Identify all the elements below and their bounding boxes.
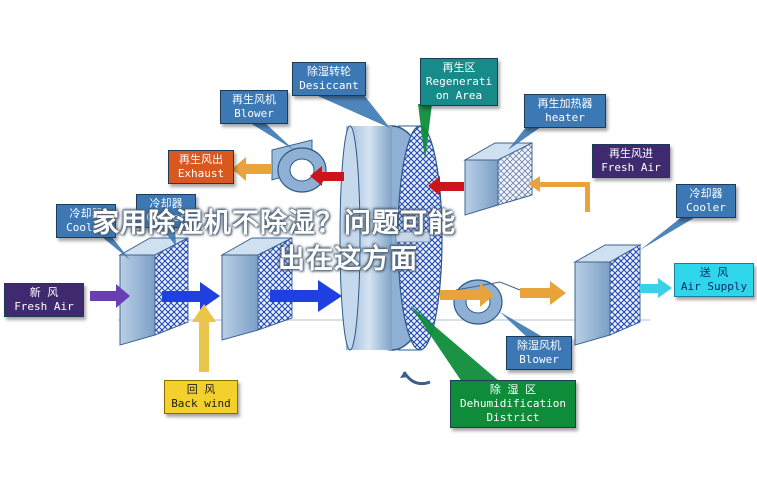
label-regen-exhaust-zh: 再生风出 (179, 153, 223, 166)
label-air-supply-zh: 送 风 (699, 266, 729, 279)
arrow-blue-1 (162, 282, 220, 310)
label-dehum-district-en1: Dehumidification (460, 397, 566, 410)
label-dehum-blower-zh: 除湿风机 (517, 339, 561, 352)
label-cooler-left-b: 冷却器 Cooler (136, 194, 196, 228)
arrow-supply-out (640, 278, 672, 298)
leader-lines (96, 88, 704, 382)
arrow-fresh-air-in (90, 284, 130, 308)
label-cooler-left-b-zh: 冷却器 (149, 197, 183, 210)
label-cooler-right: 冷却器 Cooler (676, 184, 736, 218)
cooler-left-2 (220, 237, 293, 341)
label-dehum-district: 除 湿 区 Dehumidification District (450, 380, 576, 428)
arrow-red-to-blower (310, 166, 344, 186)
label-back-wind-zh: 回 风 (186, 383, 216, 396)
label-regen-blower: 再生风机 Blower (220, 90, 288, 124)
overlay-title-line1: 家用除湿机不除湿？问题可能 (92, 208, 456, 239)
desiccant-wheel (339, 125, 443, 386)
cooler-right (573, 244, 642, 346)
label-regen-heater-zh: 再生加热器 (537, 97, 593, 110)
dehum-blower (453, 279, 521, 325)
label-regeneration-area: 再生区 Regenerati on Area (420, 58, 498, 106)
label-dehum-blower: 除湿风机 Blower (506, 336, 572, 370)
label-cooler-left-a-en: Cooler (66, 221, 106, 234)
label-fresh-air-en: Fresh Air (14, 300, 74, 313)
regen-blower (271, 139, 327, 193)
label-regen-exhaust-en: Exhaust (177, 167, 225, 180)
label-cooler-right-zh: 冷却器 (689, 187, 723, 200)
label-back-wind-en: Back wind (171, 397, 231, 410)
overlay-title-line2: 出在这方面 (278, 244, 418, 275)
overlay-title: 家用除湿机不除湿？问题可能 出在这方面 (92, 206, 692, 278)
label-air-supply: 送 风 Air Supply (674, 263, 754, 297)
arrow-regen-fresh (528, 176, 590, 212)
label-fresh-air-zh: 新 风 (29, 286, 59, 299)
label-regen-blower-en: Blower (234, 107, 274, 120)
label-regeneration-area-en2: on Area (435, 89, 483, 102)
arrow-exhaust (232, 157, 272, 181)
label-regen-blower-zh: 再生风机 (232, 93, 276, 106)
label-fresh-air: 新 风 Fresh Air (4, 283, 84, 317)
arrow-back-wind (192, 304, 216, 372)
label-regeneration-area-zh: 再生区 (442, 61, 476, 74)
regen-heater (463, 142, 533, 216)
label-regen-heater: 再生加热器 heater (524, 94, 606, 128)
label-cooler-left-a-zh: 冷却器 (69, 207, 103, 220)
label-air-supply-en: Air Supply (680, 280, 748, 293)
label-cooler-right-en: Cooler (686, 201, 726, 214)
label-dehum-district-en2: District (486, 411, 540, 424)
label-regen-fresh-air-zh: 再生风进 (609, 147, 653, 160)
label-regeneration-area-en1: Regenerati (425, 75, 493, 88)
label-regen-heater-en: heater (545, 111, 585, 124)
label-desiccant-zh: 除湿转轮 (307, 65, 351, 78)
label-cooler-left-a: 冷却器 Cooler (56, 204, 116, 238)
label-dehum-district-zh: 除 湿 区 (489, 383, 537, 396)
label-regen-exhaust: 再生风出 Exhaust (168, 150, 234, 184)
label-cooler-left-b-en: Cooler (146, 211, 186, 224)
label-desiccant-en: Desiccant (299, 79, 359, 92)
label-dehum-blower-en: Blower (519, 353, 559, 366)
arrow-red-heated (428, 176, 464, 196)
arrow-blue-2 (270, 280, 342, 312)
label-desiccant: 除湿转轮 Desiccant (292, 62, 366, 96)
label-regen-fresh-air-en: Fresh Air (601, 161, 661, 174)
label-regen-fresh-air: 再生风进 Fresh Air (592, 144, 670, 178)
cooler-left-1 (118, 237, 189, 346)
label-back-wind: 回 风 Back wind (164, 380, 238, 414)
arrow-orange-process (440, 281, 566, 307)
